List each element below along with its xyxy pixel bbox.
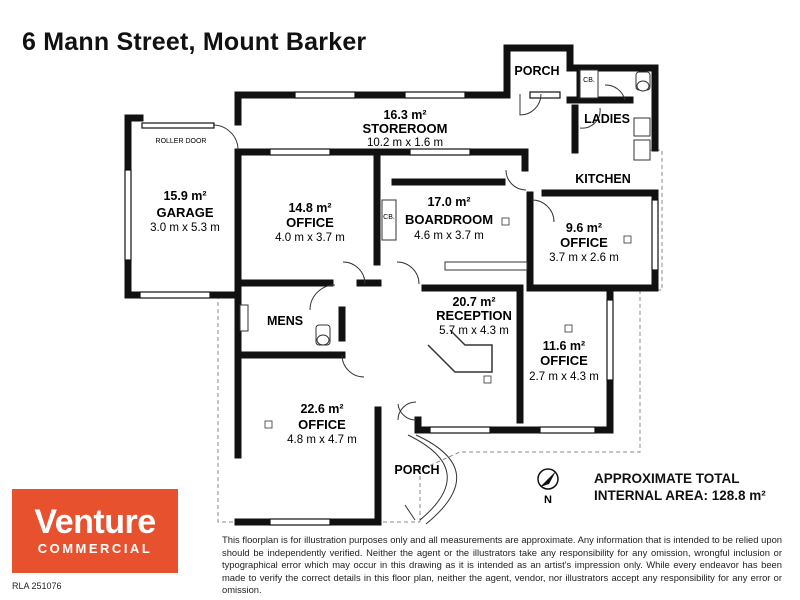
office1-area: 14.8 m² [288, 201, 331, 215]
office2-name: OFFICE [560, 235, 608, 250]
office2-dims: 3.7 m x 2.6 m [549, 252, 619, 264]
storeroom-name: STOREROOM [363, 121, 448, 136]
office2-area: 9.6 m² [566, 221, 602, 235]
boardroom-name: BOARDROOM [405, 212, 493, 227]
roller-door-label: ROLLER DOOR [156, 138, 207, 145]
reception-dims: 5.7 m x 4.3 m [439, 325, 509, 337]
reception-desk [427, 329, 493, 373]
fixtures [239, 69, 651, 346]
total-area: APPROXIMATE TOTAL INTERNAL AREA: 128.8 m… [594, 470, 766, 504]
compass-icon: N [537, 468, 559, 506]
office3-dims: 2.7 m x 4.3 m [529, 371, 599, 383]
site-boundary [217, 149, 663, 523]
total-line1: APPROXIMATE TOTAL [594, 471, 740, 486]
logo-sub: COMMERCIAL [37, 541, 153, 556]
total-line2: INTERNAL AREA: 128.8 m² [594, 488, 766, 503]
storeroom-dims: 10.2 m x 1.6 m [367, 137, 443, 149]
garage-dims: 3.0 m x 5.3 m [150, 222, 220, 234]
doors [212, 84, 626, 421]
office4-name: OFFICE [298, 417, 346, 432]
reception-name: RECEPTION [436, 308, 512, 323]
storeroom-area: 16.3 m² [383, 108, 426, 122]
office4-area: 22.6 m² [300, 402, 343, 416]
cb-label-boardroom: CB. [383, 214, 395, 221]
ladies-label: LADIES [584, 112, 630, 126]
logo-brand: Venture [34, 503, 156, 541]
mens-label: MENS [267, 314, 303, 328]
porch-steps [404, 434, 457, 525]
page-title: 6 Mann Street, Mount Barker [22, 28, 367, 56]
office3-name: OFFICE [540, 353, 588, 368]
cb-label-ladies: CB. [583, 77, 595, 84]
office3-area: 11.6 m² [543, 339, 585, 353]
windows [124, 91, 659, 526]
porch-top-label: PORCH [514, 64, 559, 78]
boardroom-area: 17.0 m² [427, 195, 470, 209]
office1-name: OFFICE [286, 215, 334, 230]
office4-dims: 4.8 m x 4.7 m [287, 434, 357, 446]
disclaimer: This floorplan is for illustration purpo… [222, 534, 782, 596]
boardroom-dims: 4.6 m x 3.7 m [414, 230, 484, 242]
rla-number: RLA 251076 [12, 581, 62, 591]
kitchen-label: KITCHEN [575, 172, 631, 186]
venture-commercial-logo: Venture COMMERCIAL [12, 489, 178, 573]
porch-bottom-label: PORCH [394, 463, 439, 477]
walls [124, 44, 659, 526]
outlet-markers [264, 217, 632, 429]
floor-plan: 16.3 m² STOREROOM 10.2 m x 1.6 m 15.9 m²… [124, 44, 663, 526]
north-label: N [544, 494, 552, 506]
reception-area: 20.7 m² [452, 295, 495, 309]
garage-area: 15.9 m² [163, 189, 206, 203]
boardroom-bench [444, 261, 528, 271]
garage-name: GARAGE [156, 205, 213, 220]
room-labels: 16.3 m² STOREROOM 10.2 m x 1.6 m 15.9 m²… [150, 64, 631, 477]
office1-dims: 4.0 m x 3.7 m [275, 232, 345, 244]
